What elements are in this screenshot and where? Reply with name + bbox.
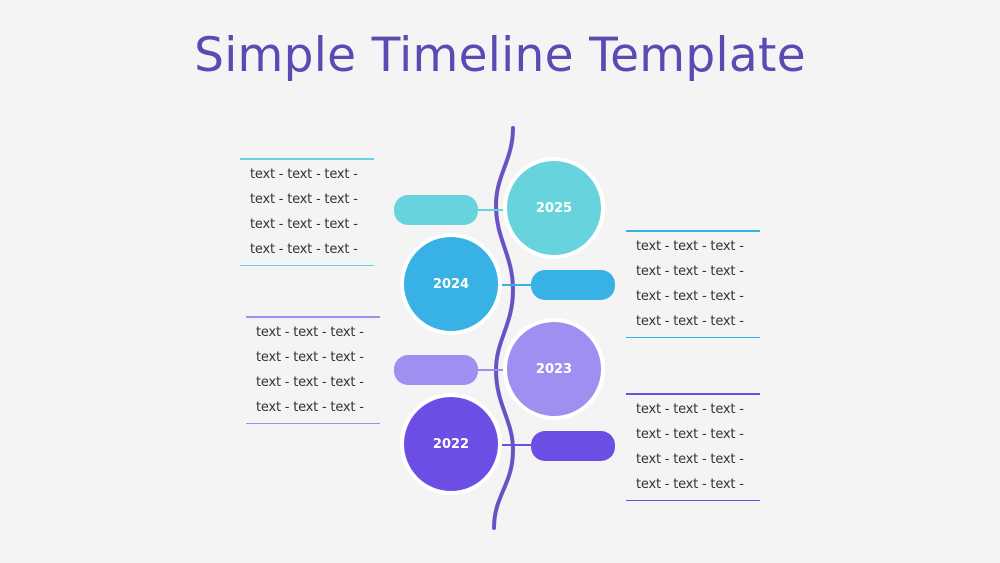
year-circle-2025: 2025 bbox=[503, 157, 605, 259]
pill-2022 bbox=[531, 431, 615, 461]
year-label-2024: 2024 bbox=[432, 276, 470, 292]
text-line: text - text - text - bbox=[636, 238, 744, 254]
pill-2025 bbox=[394, 195, 478, 225]
year-circle-2022: 2022 bbox=[400, 393, 502, 495]
divider bbox=[626, 499, 760, 501]
divider bbox=[246, 422, 380, 424]
year-circle-2024: 2024 bbox=[400, 233, 502, 335]
year-label-2022: 2022 bbox=[432, 436, 470, 452]
year-circle-2023: 2023 bbox=[503, 318, 605, 420]
text-line: text - text - text - bbox=[636, 288, 744, 304]
year-label-2023: 2023 bbox=[535, 361, 573, 377]
connector-2023 bbox=[476, 369, 512, 371]
divider bbox=[626, 230, 760, 232]
text-line: text - text - text - bbox=[250, 166, 358, 182]
text-line: text - text - text - bbox=[636, 313, 744, 329]
text-block-2024: text - text - text - text - text - text … bbox=[626, 230, 760, 338]
text-line: text - text - text - bbox=[250, 241, 358, 257]
connector-2024 bbox=[494, 284, 534, 286]
text-block-2023: text - text - text - text - text - text … bbox=[246, 316, 380, 424]
text-line: text - text - text - bbox=[250, 191, 358, 207]
text-line: text - text - text - bbox=[636, 476, 744, 492]
text-line: text - text - text - bbox=[636, 401, 744, 417]
text-line: text - text - text - bbox=[636, 263, 744, 279]
text-line: text - text - text - bbox=[256, 349, 364, 365]
text-line: text - text - text - bbox=[256, 374, 364, 390]
text-block-2025: text - text - text - text - text - text … bbox=[240, 158, 374, 266]
divider bbox=[246, 316, 380, 318]
divider bbox=[240, 158, 374, 160]
text-line: text - text - text - bbox=[636, 451, 744, 467]
page-title: Simple Timeline Template bbox=[194, 28, 806, 83]
divider bbox=[626, 336, 760, 338]
text-block-2022: text - text - text - text - text - text … bbox=[626, 393, 760, 501]
text-line: text - text - text - bbox=[256, 399, 364, 415]
connector-2022 bbox=[494, 444, 534, 446]
text-line: text - text - text - bbox=[636, 426, 744, 442]
pill-2023 bbox=[394, 355, 478, 385]
year-label-2025: 2025 bbox=[535, 200, 573, 216]
text-line: text - text - text - bbox=[256, 324, 364, 340]
pill-2024 bbox=[531, 270, 615, 300]
divider bbox=[240, 264, 374, 266]
divider bbox=[626, 393, 760, 395]
connector-2025 bbox=[476, 209, 512, 211]
text-line: text - text - text - bbox=[250, 216, 358, 232]
